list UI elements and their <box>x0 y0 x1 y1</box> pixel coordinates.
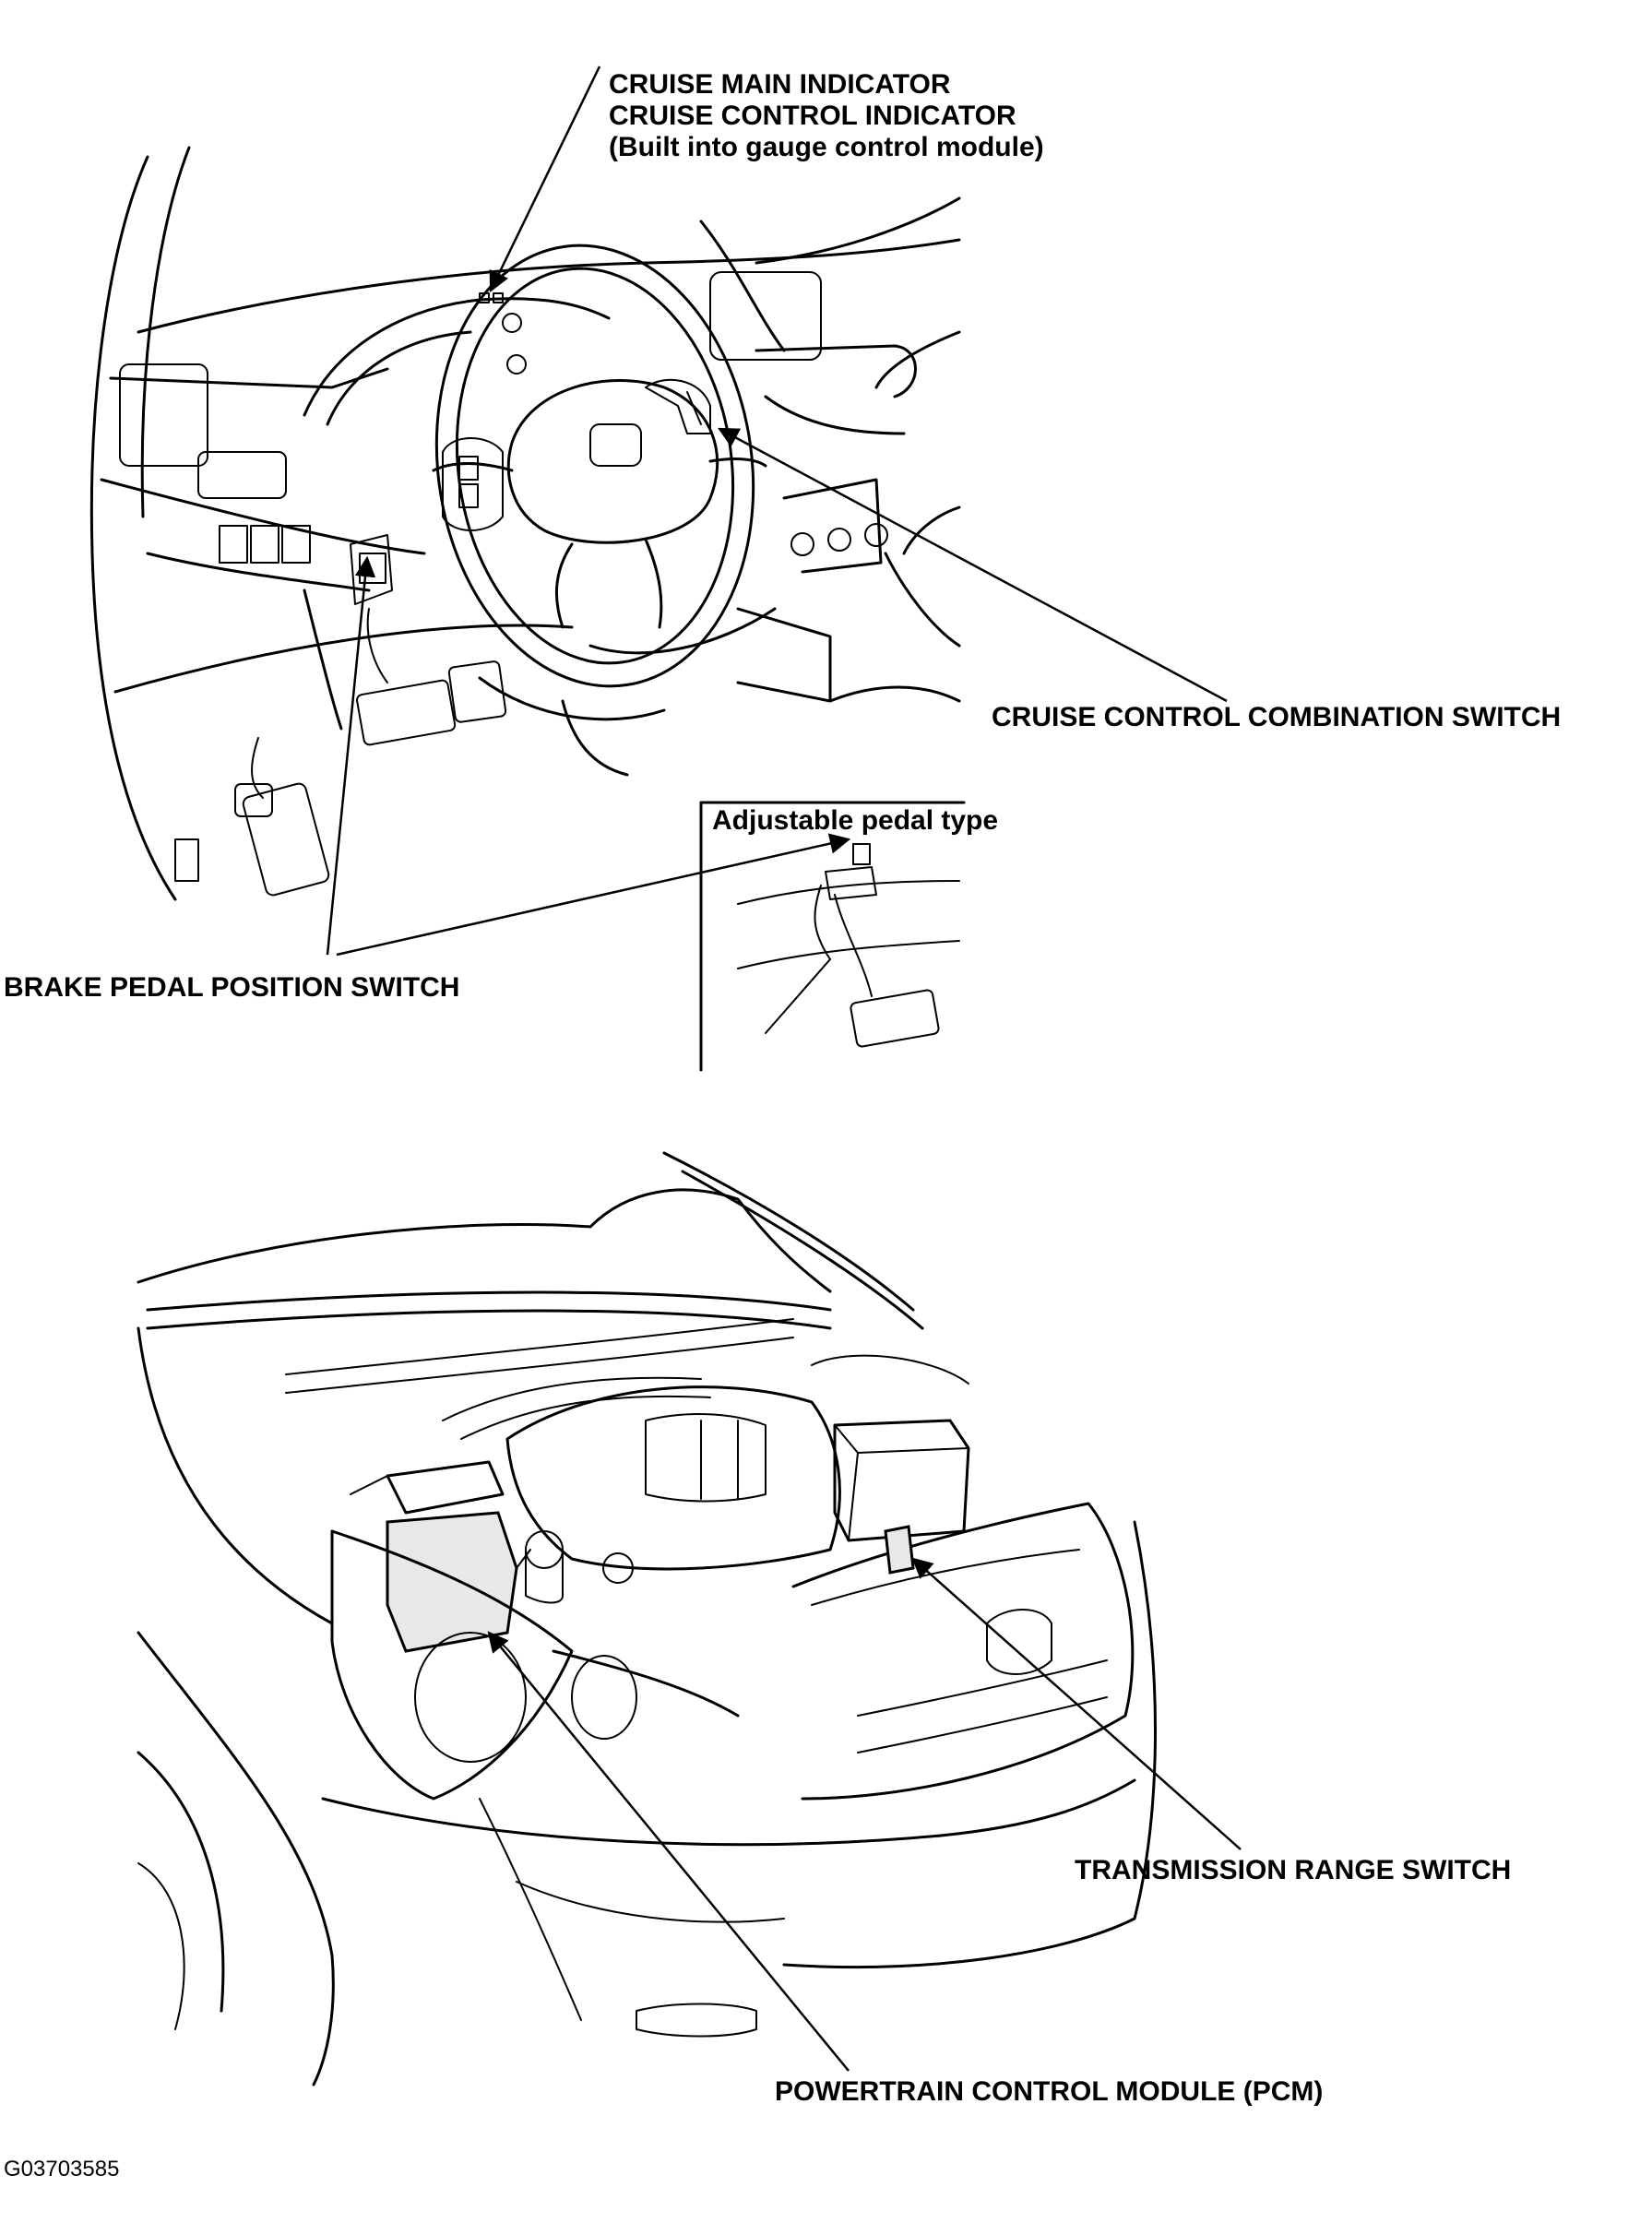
adjustable-pedal-inset <box>699 801 966 1072</box>
label-pcm: POWERTRAIN CONTROL MODULE (PCM) <box>775 2076 1324 2107</box>
figure-id: G03703585 <box>4 2157 120 2181</box>
label-cruise-control-indicator: CRUISE CONTROL INDICATOR <box>609 101 1016 131</box>
label-built-into-gauge: (Built into gauge control module) <box>609 132 1044 162</box>
label-transmission-range-switch: TRANSMISSION RANGE SWITCH <box>1075 1855 1512 1885</box>
dashboard-illustration <box>89 146 961 901</box>
label-brake-pedal-position-switch: BRAKE PEDAL POSITION SWITCH <box>4 972 460 1003</box>
label-cruise-combination-switch: CRUISE CONTROL COMBINATION SWITCH <box>992 702 1562 732</box>
label-adjustable-pedal-type: Adjustable pedal type <box>712 805 999 836</box>
label-cruise-main-indicator: CRUISE MAIN INDICATOR <box>609 69 951 100</box>
engine-bay-illustration <box>137 1151 1157 2086</box>
leader-lines <box>326 65 1242 2072</box>
